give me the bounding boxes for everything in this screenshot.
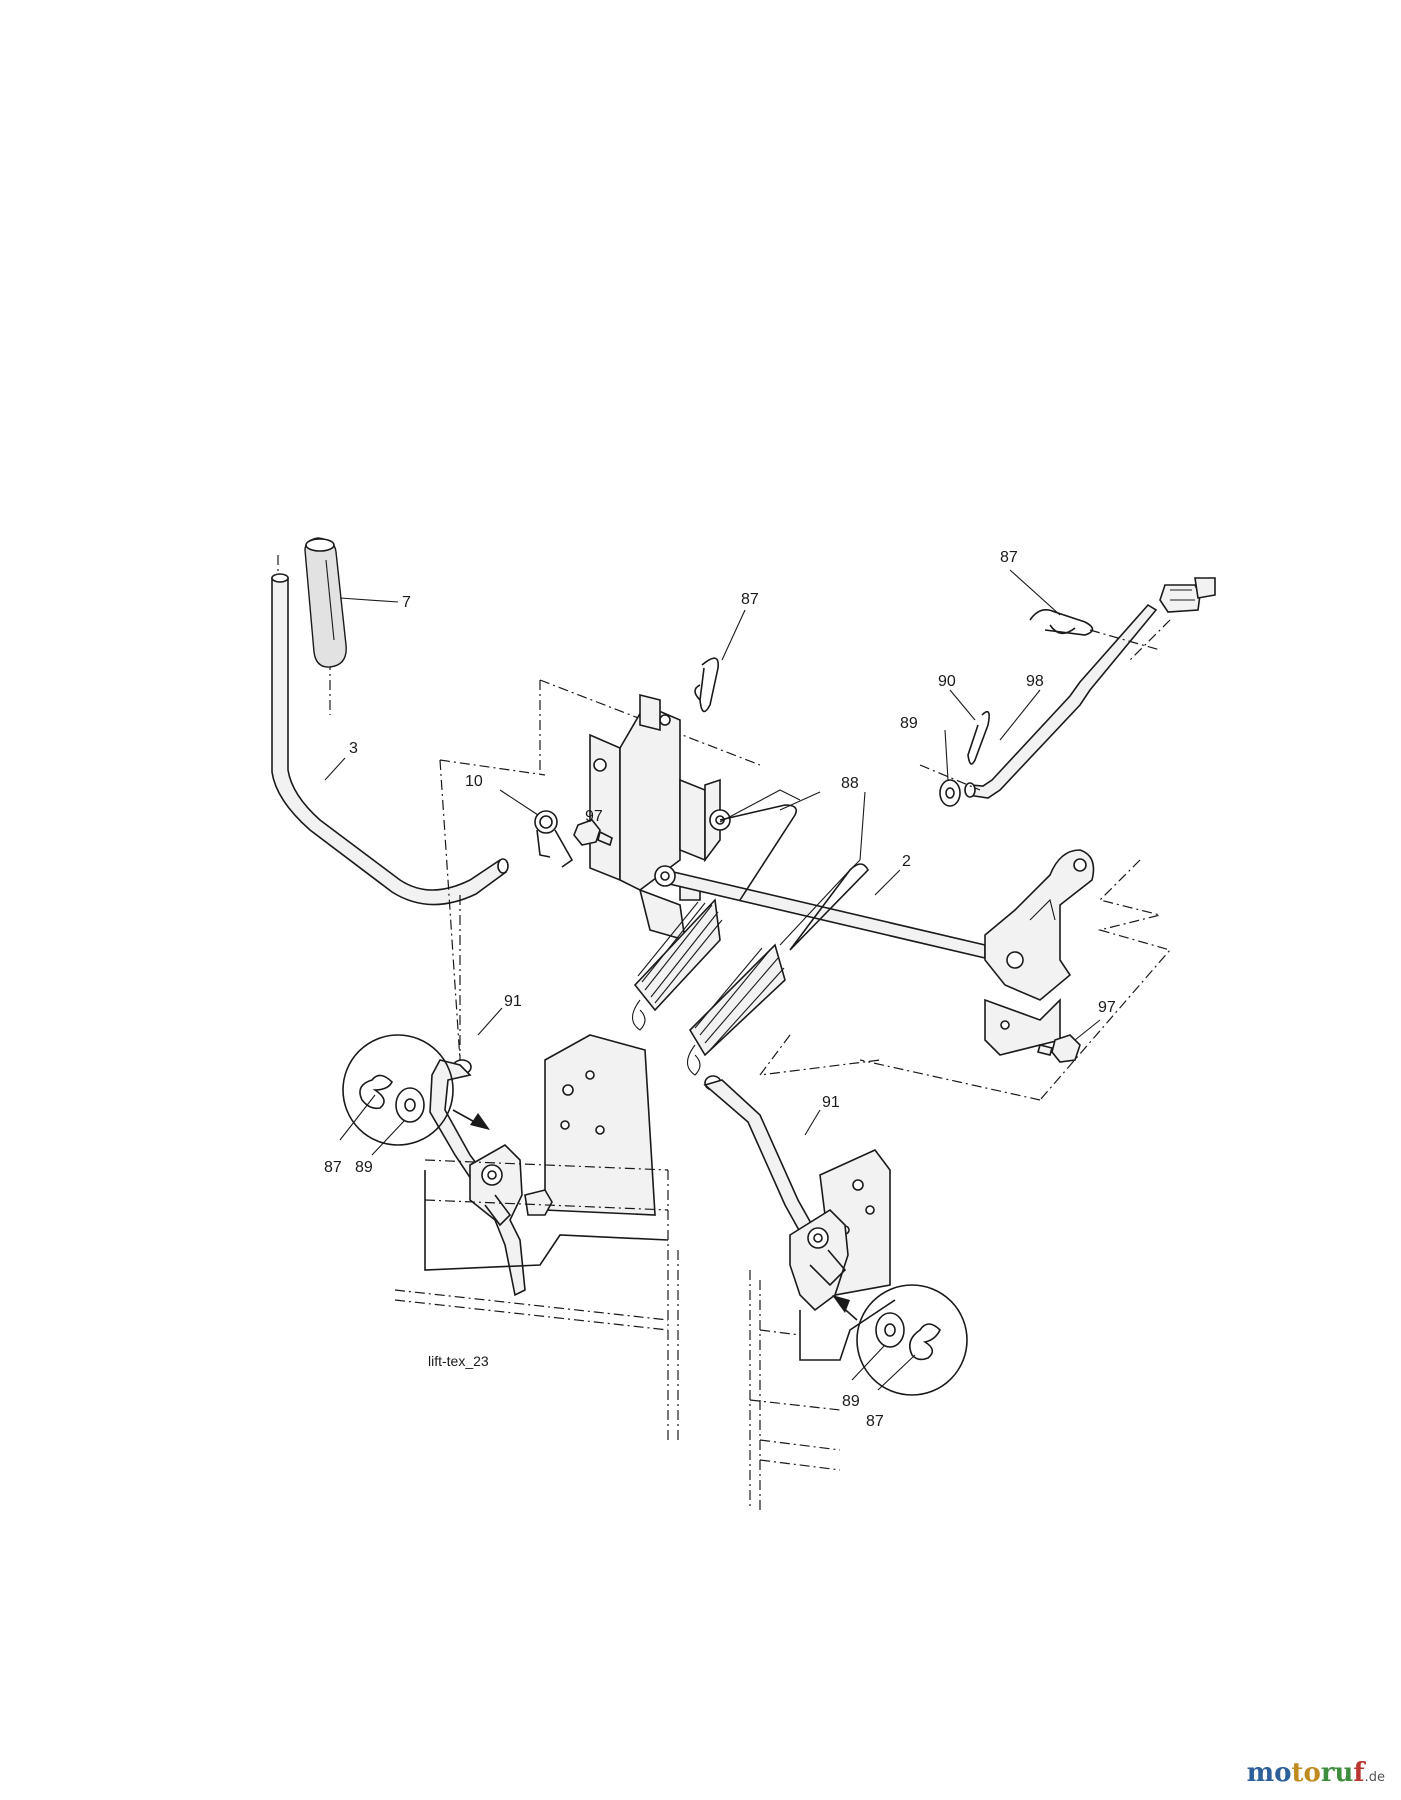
deck-bracket-right [749,1149,896,1510]
callout-98: 98 [1026,673,1044,690]
hand-grip-part-7 [304,537,347,668]
callout-97-left: 97 [585,808,603,825]
callout-87-detail-right: 87 [866,1413,884,1430]
callout-91-right: 91 [822,1094,840,1111]
watermark-logo: motoruf.de [1247,1758,1385,1788]
link-rod-part-98 [919,577,1216,799]
watermark-domain: .de [1364,1770,1385,1785]
callout-7: 7 [402,594,411,611]
callout-2: 2 [902,853,911,870]
bolt-part-97-right [1037,1034,1081,1063]
callout-10: 10 [465,773,483,790]
callout-88: 88 [841,775,859,792]
callout-87-detail-left: 87 [324,1159,342,1176]
watermark-part-4: f [1353,1758,1365,1788]
assist-spring-right [686,859,861,1076]
right-lift-arm [758,849,1172,1101]
leader-lines [324,569,1101,1391]
callout-91-left: 91 [504,993,522,1010]
callout-97-right: 97 [1098,999,1116,1016]
washer-part-89-right [939,779,961,807]
bolt-part-97-left [573,819,613,847]
watermark-part-1: mo [1246,1758,1292,1788]
lift-handle-part-3 [271,555,509,1060]
drag-link-part-91-right [703,1075,814,1234]
callout-3: 3 [349,740,358,757]
callout-90: 90 [938,673,956,690]
callout-87-top: 87 [741,591,759,608]
detail-callout-left [342,1034,490,1146]
spring-hook-part-88 [719,804,869,951]
hairpin-clip-part-90 [967,710,990,765]
callout-87-right: 87 [1000,549,1018,566]
pivot-bracket [439,679,761,1061]
watermark-part-3: ru [1320,1758,1354,1788]
deck-bracket-left [394,1034,679,1440]
figure-id-label: lift-tex_23 [428,1353,489,1369]
hairpin-clip-part-87-right [1029,609,1161,651]
callout-labels: 7 3 87 87 90 98 89 10 97 88 2 97 91 87 8… [324,549,1116,1430]
watermark-part-2: to [1291,1758,1321,1788]
detail-callout-right [832,1284,968,1396]
callout-89-right: 89 [900,715,918,732]
assist-spring-left [631,789,801,1031]
torsion-spring-part-10 [534,810,574,868]
callout-89-detail-left: 89 [355,1159,373,1176]
hairpin-clip-part-87-top [694,657,719,713]
callout-89-detail-right: 89 [842,1393,860,1410]
